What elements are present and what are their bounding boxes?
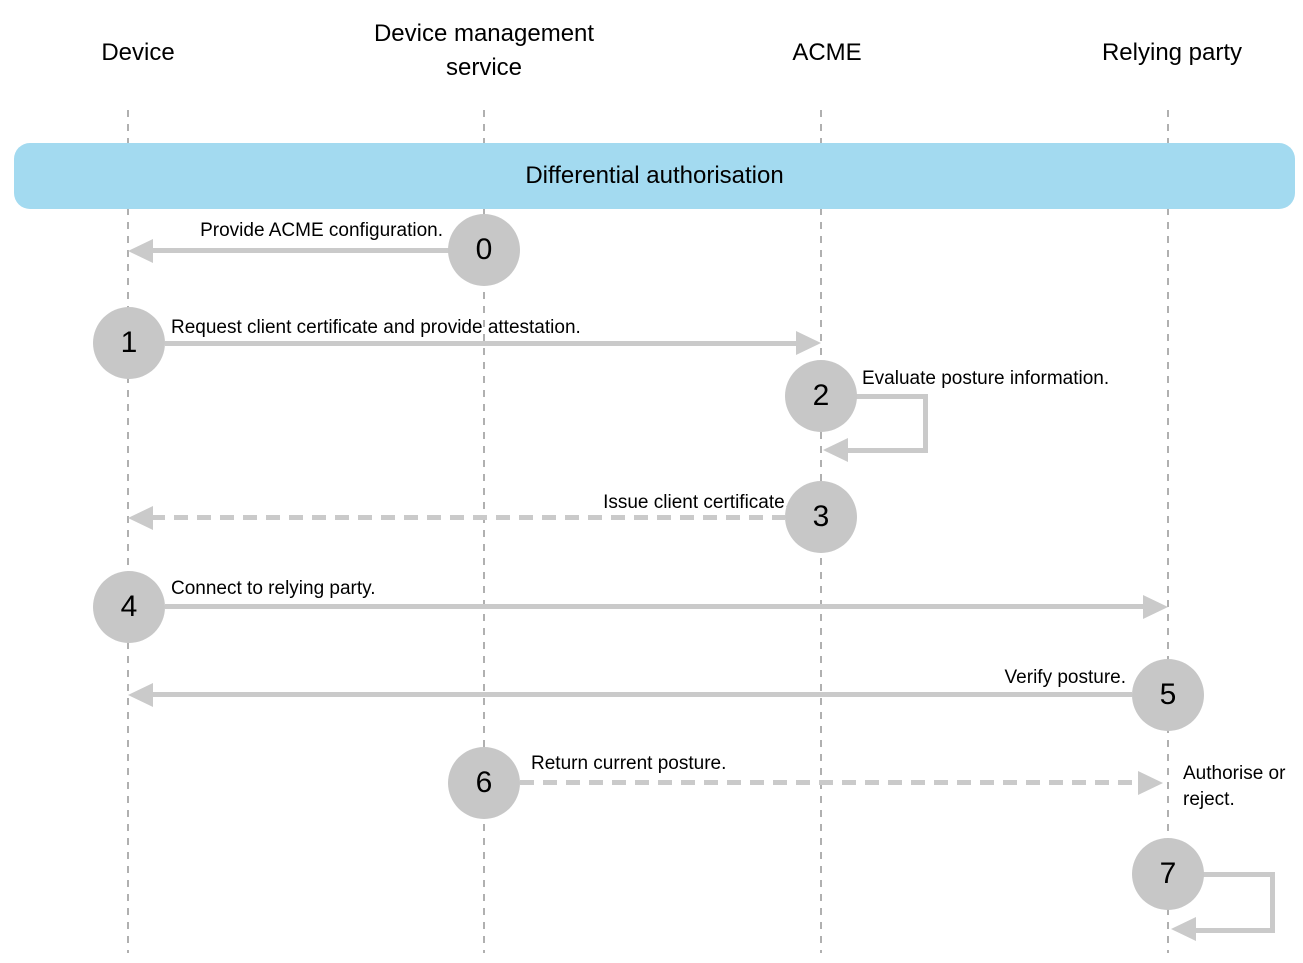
message-label-4: Connect to relying party. [171, 578, 376, 599]
phase-banner: Differential authorisation [14, 143, 1295, 209]
arrowhead-left-5 [128, 683, 153, 707]
arrow-line-1 [165, 341, 798, 346]
lifeline-device [127, 110, 129, 953]
step-node-2: 2 [785, 360, 857, 432]
step-node-4: 4 [93, 571, 165, 643]
arrowhead-right-1 [796, 331, 821, 355]
step-node-0: 0 [448, 214, 520, 286]
step-node-5: 5 [1132, 659, 1204, 731]
arrow-line-0 [151, 248, 449, 253]
lifeline-device-management-service [483, 110, 485, 953]
message-label-7: Authorise or reject. [1183, 763, 1286, 810]
arrowhead-left-0 [128, 239, 153, 263]
self-loop-2 [830, 394, 928, 453]
arrow-line-4 [165, 604, 1145, 609]
step-node-3: 3 [785, 481, 857, 553]
step-node-7: 7 [1132, 838, 1204, 910]
message-label-2: Evaluate posture information. [862, 368, 1110, 389]
message-label-1: Request client certificate and provide a… [171, 317, 581, 338]
actor-label-device: Device [101, 39, 175, 66]
self-loop-7 [1180, 872, 1275, 933]
arrowhead-left-2 [823, 438, 848, 462]
arrowhead-left-7 [1171, 917, 1196, 941]
arrowhead-right-4 [1143, 595, 1168, 619]
step-node-1: 1 [93, 307, 165, 379]
message-label-3: Issue client certificate. [603, 492, 790, 513]
arrow-line-6 [520, 780, 1140, 785]
arrowhead-left-3 [128, 506, 153, 530]
message-label-6: Return current posture. [531, 753, 727, 774]
actor-label-device-management-service: Device management service [373, 20, 595, 81]
arrow-line-5 [151, 692, 1132, 697]
lifeline-relying-party [1167, 110, 1169, 953]
phase-banner-title: Differential authorisation [525, 162, 784, 189]
message-label-5: Verify posture. [1004, 667, 1126, 688]
arrow-line-3 [151, 515, 785, 520]
actor-label-relying-party: Relying party [1101, 39, 1243, 66]
message-label-0: Provide ACME configuration. [200, 220, 443, 241]
actor-label-acme: ACME [792, 39, 862, 66]
arrowhead-right-6 [1138, 771, 1163, 795]
step-node-6: 6 [448, 747, 520, 819]
